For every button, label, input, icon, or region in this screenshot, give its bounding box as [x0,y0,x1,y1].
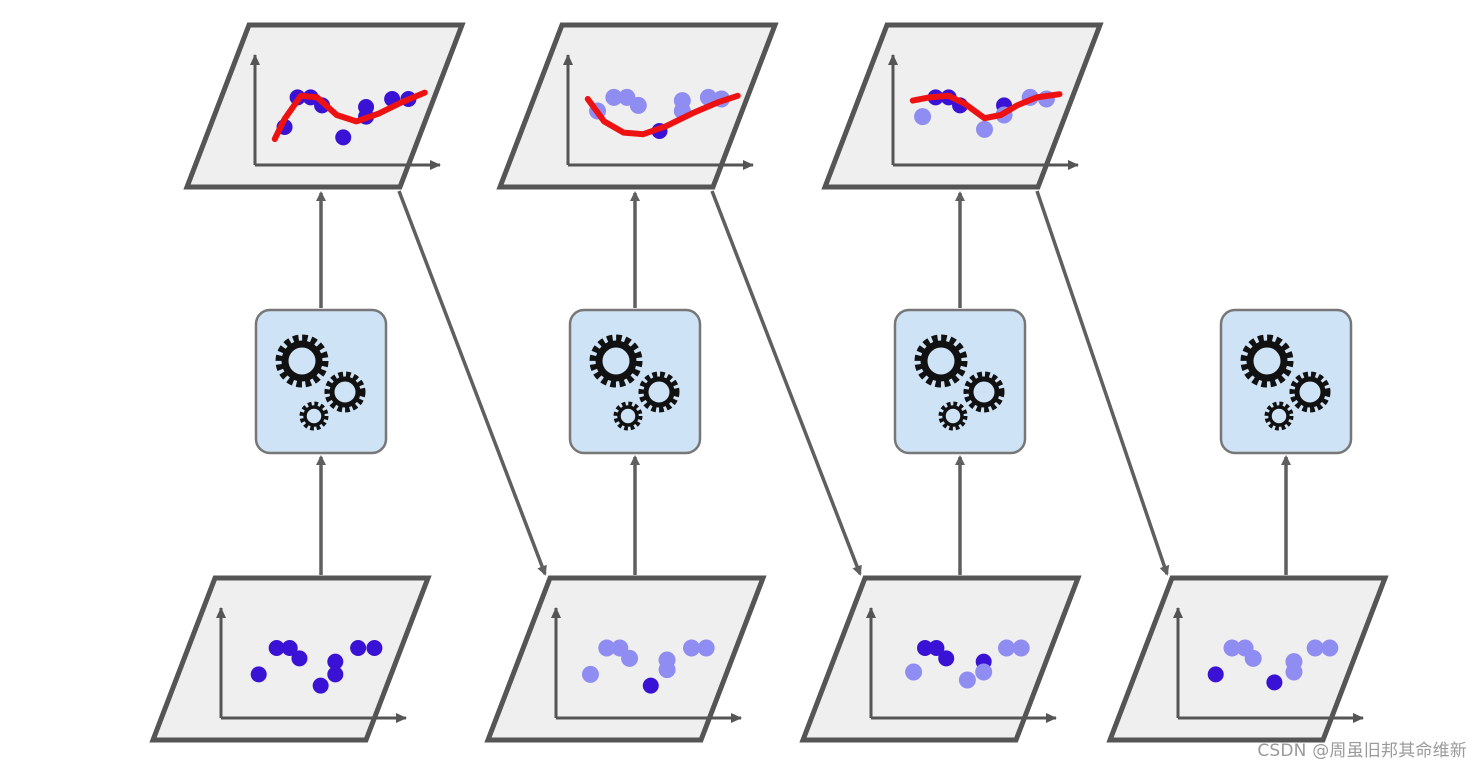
data-point [291,650,308,667]
data-point [1285,663,1303,681]
data-point [938,650,955,667]
data-point [958,671,976,689]
data-point [629,96,647,114]
model-box [1219,308,1353,455]
data-point [975,663,993,681]
data-point [312,677,329,694]
data-point [335,129,352,146]
model-box [893,308,1027,455]
stages-layer [149,22,1389,743]
data-point [581,665,599,683]
data-point [281,640,298,656]
data-point [998,639,1016,657]
data-point [673,92,691,110]
watermark: CSDN @周虽旧邦其命维新 [1257,741,1467,761]
arrow-reweight [1035,190,1170,576]
fit-curve [909,91,1063,122]
data-point [1306,639,1324,657]
data-point [1244,649,1262,667]
predictor-model [1219,308,1353,455]
data-point [697,639,715,657]
arrow-reweight [710,190,862,576]
training-set-panel [799,575,1082,743]
connector-layer [316,190,1291,576]
prediction-panel [496,22,779,190]
data-point [683,639,701,657]
data-point [917,640,934,656]
data-point [1321,639,1339,657]
data-point [905,663,923,681]
data-point [366,640,383,656]
data-point [621,649,639,667]
fit-curve [271,89,428,142]
prediction-panel [821,22,1104,190]
data-point [1012,639,1030,657]
fit-curve [584,92,741,138]
training-set-panel [1106,575,1389,743]
data-point [598,639,616,657]
predictor-model [254,308,388,455]
stage-4 [1106,308,1389,743]
data-point [268,640,285,656]
training-set-panel [484,575,767,743]
panel-frame [149,575,432,743]
prediction-panel [183,22,466,190]
data-point [605,88,623,106]
stage-2 [484,22,779,743]
data-point [327,666,344,683]
data-point [327,653,344,670]
arrow-reweight [397,190,547,576]
data-point [350,640,367,656]
predictor-model [893,308,1027,455]
data-point [928,640,945,656]
data-point [914,108,932,126]
data-point [250,666,267,683]
data-point [1266,674,1283,691]
data-point [976,120,993,138]
data-point [642,677,659,694]
stage-3 [799,22,1104,743]
predictor-model [568,308,702,455]
model-box [568,308,702,455]
model-box [254,308,388,455]
stage-1 [149,22,466,743]
data-point [1207,666,1224,683]
data-point [658,651,676,669]
data-point [1223,639,1241,657]
training-set-panel [149,575,432,743]
data-point [358,99,375,115]
